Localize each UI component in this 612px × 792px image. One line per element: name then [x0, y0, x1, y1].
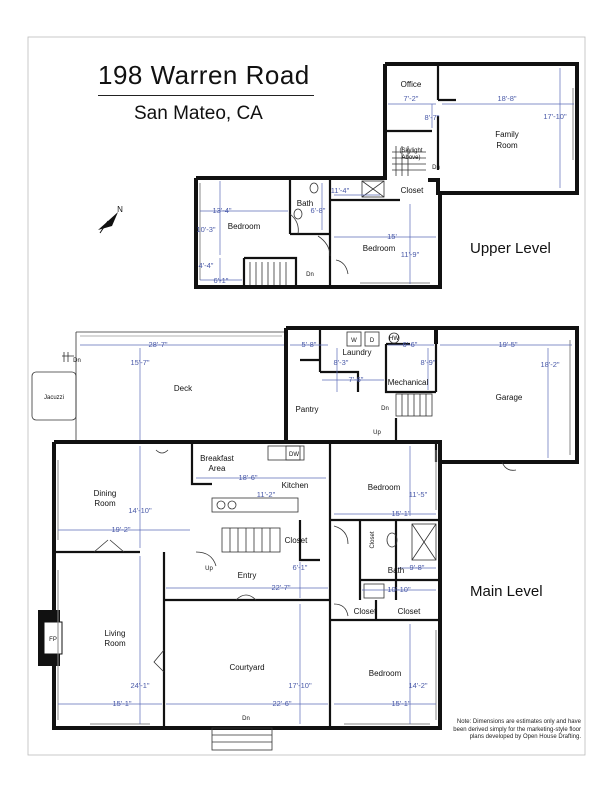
room-closet-kitchen: Closet — [285, 536, 308, 545]
room-garage: Garage — [496, 393, 523, 402]
dim-bath-d: 6'-8" — [311, 206, 326, 215]
dim-alcove-w: 6'-1" — [214, 276, 229, 285]
room-breakfast-line1: Breakfast — [200, 454, 235, 463]
north-arrow-icon — [98, 212, 118, 234]
washer-label: W — [351, 338, 357, 344]
dim-mech-d: 8'-9" — [421, 358, 436, 367]
room-closet-a: Closet — [354, 607, 377, 616]
dim-court-d: 17'-10" — [288, 681, 312, 690]
room-bedroom-upper-left: Bedroom — [228, 222, 261, 231]
dim-family-d: 17'-10" — [543, 112, 567, 121]
room-dining-line2: Room — [94, 499, 116, 508]
dim-bed-left-w: 13'-4" — [212, 206, 231, 215]
room-living-line1: Living — [105, 629, 126, 638]
fireplace-label: FP — [49, 637, 57, 643]
room-pantry: Pantry — [295, 405, 318, 414]
room-bedroom-main-upper: Bedroom — [368, 483, 401, 492]
room-closet-b: Closet — [398, 607, 421, 616]
up-label-entry: Up — [205, 566, 213, 572]
dim-mech-w: 6'-6" — [403, 340, 418, 349]
dim-bed-right-d: 11'-9" — [401, 250, 420, 259]
dim-deck-d: 15'-7" — [130, 358, 149, 367]
title-underline — [98, 95, 314, 96]
dim-bed-right-w: 15' — [387, 232, 397, 241]
dishwasher-label: DW — [289, 452, 299, 458]
room-dining-line1: Dining — [94, 489, 117, 498]
dim-garage-d: 18'-2" — [540, 360, 559, 369]
room-closet-upper: Closet — [401, 186, 424, 195]
dim-entry-d: 6'-1" — [293, 563, 308, 572]
page-title: 198 Warren Road — [98, 60, 310, 90]
room-bedroom-upper-right: Bedroom — [363, 244, 396, 253]
dim-bed1-d: 11'-5" — [409, 490, 428, 499]
north-label: N — [117, 205, 123, 214]
dim-laundry-d: 8'-3" — [334, 358, 349, 367]
dim-dining-w: 19'-2" — [111, 525, 130, 534]
page-subtitle: San Mateo, CA — [134, 103, 263, 124]
dryer-label: D — [370, 338, 375, 344]
room-bath-main: Bath — [388, 566, 404, 575]
dim-bed-left-d: 10'-3" — [196, 225, 215, 234]
room-deck: Deck — [174, 384, 193, 393]
upper-level-label: Upper Level — [470, 240, 551, 257]
dim-bed2-w: 15'-1" — [391, 699, 410, 708]
room-mechanical: Mechanical — [388, 378, 429, 387]
dim-court-w: 22'-6" — [272, 699, 291, 708]
dim-entry-w: 22'-7" — [271, 583, 290, 592]
room-living-line2: Room — [104, 639, 126, 648]
dn-label-upper-2: Dn — [306, 272, 314, 278]
dim-deck-w: 28'-7" — [148, 340, 167, 349]
dim-pantry-w: 7'-6" — [349, 375, 364, 384]
room-breakfast-line2: Area — [209, 464, 226, 473]
room-courtyard: Courtyard — [229, 663, 264, 672]
jacuzzi-shape — [31, 371, 77, 421]
dim-hall-w: 11'-4" — [331, 186, 350, 195]
skylight-label-2: Above) — [401, 155, 420, 161]
dim-garage-w: 19'-5" — [498, 340, 517, 349]
room-family-room-line1: Family — [495, 130, 519, 139]
room-office: Office — [401, 80, 422, 89]
dim-office-d: 8'-7" — [425, 113, 440, 122]
upper-level-plan — [194, 62, 579, 289]
dn-label-front: Dn — [242, 716, 250, 722]
dim-breakfast-w: 18'-6" — [238, 473, 257, 482]
page-border — [27, 36, 586, 756]
room-laundry: Laundry — [343, 348, 372, 357]
room-bedroom-main-lower: Bedroom — [369, 669, 402, 678]
room-jacuzzi: Jacuzzi — [44, 395, 64, 401]
dim-bath-w: 9'-8" — [410, 563, 425, 572]
up-label-garage: Up — [373, 430, 381, 436]
room-family-room-line2: Room — [496, 141, 518, 150]
dim-living-w: 15'-1" — [112, 699, 131, 708]
upper-dimension-lines — [200, 68, 574, 284]
main-level-label: Main Level — [470, 583, 543, 600]
dim-bed2-d: 14'-2" — [408, 681, 427, 690]
dim-laundry-w: 5'-8" — [302, 340, 317, 349]
dim-bed1-w: 15'-1" — [391, 509, 410, 518]
disclaimer-note: Note: Dimensions are estimates only and … — [453, 719, 581, 740]
dn-label-upper-1: Dn — [432, 165, 440, 171]
dim-bath-w2: 10'-10" — [387, 585, 411, 594]
dn-label-stair: Dn — [381, 406, 389, 412]
room-closet-vertical: Closet — [370, 531, 376, 548]
main-level-plan — [31, 326, 579, 751]
dim-living-d: 24'-1" — [130, 681, 149, 690]
dim-office-w: 7'-2" — [404, 94, 419, 103]
room-entry: Entry — [238, 571, 257, 580]
dim-dining-d: 14'-10" — [128, 506, 152, 515]
dim-alcove-d: 4'-4" — [199, 261, 214, 270]
dim-kitchen-w: 11'-2" — [257, 490, 276, 499]
dim-family-w: 18'-8" — [497, 94, 516, 103]
dn-label-deck: Dn — [73, 358, 81, 364]
main-dimension-lines — [58, 344, 572, 724]
skylight-label-1: (Skylight — [399, 148, 422, 154]
water-heater-label: HW — [389, 336, 399, 342]
room-kitchen: Kitchen — [282, 481, 309, 490]
room-bath-upper: Bath — [297, 199, 313, 208]
